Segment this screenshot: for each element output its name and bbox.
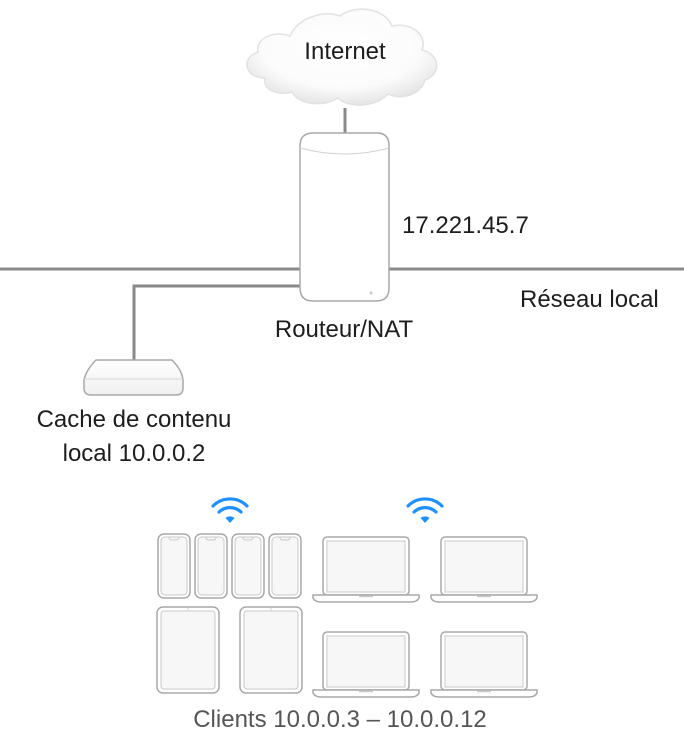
cache-label-line2: local 10.0.0.2 — [62, 440, 206, 467]
lan-label: Réseau local — [520, 286, 659, 313]
laptop-icon — [430, 631, 538, 698]
client-devices — [156, 533, 538, 698]
wifi-icon — [406, 497, 444, 523]
cloud-icon — [246, 8, 438, 106]
wifi-icon — [211, 497, 249, 523]
connections — [0, 108, 684, 360]
iphone-icon — [157, 533, 191, 599]
router-icon — [299, 132, 390, 302]
router-label: Routeur/NAT — [274, 316, 414, 343]
mac-mini-icon — [83, 359, 184, 396]
router-public-ip: 17.221.45.7 — [402, 212, 529, 239]
ipad-icon — [156, 606, 220, 694]
laptop-icon — [312, 536, 420, 603]
iphone-icon — [268, 533, 302, 599]
laptop-icon — [430, 536, 538, 603]
internet-label: Internet — [304, 38, 386, 65]
iphone-icon — [231, 533, 265, 599]
laptop-icon — [312, 631, 420, 698]
iphone-icon — [194, 533, 228, 599]
cache-label-line1: Cache de contenu — [36, 406, 232, 433]
ipad-icon — [239, 606, 303, 694]
router-cache-link — [132, 284, 300, 360]
clients-label: Clients 10.0.0.3 – 10.0.0.12 — [193, 706, 487, 733]
